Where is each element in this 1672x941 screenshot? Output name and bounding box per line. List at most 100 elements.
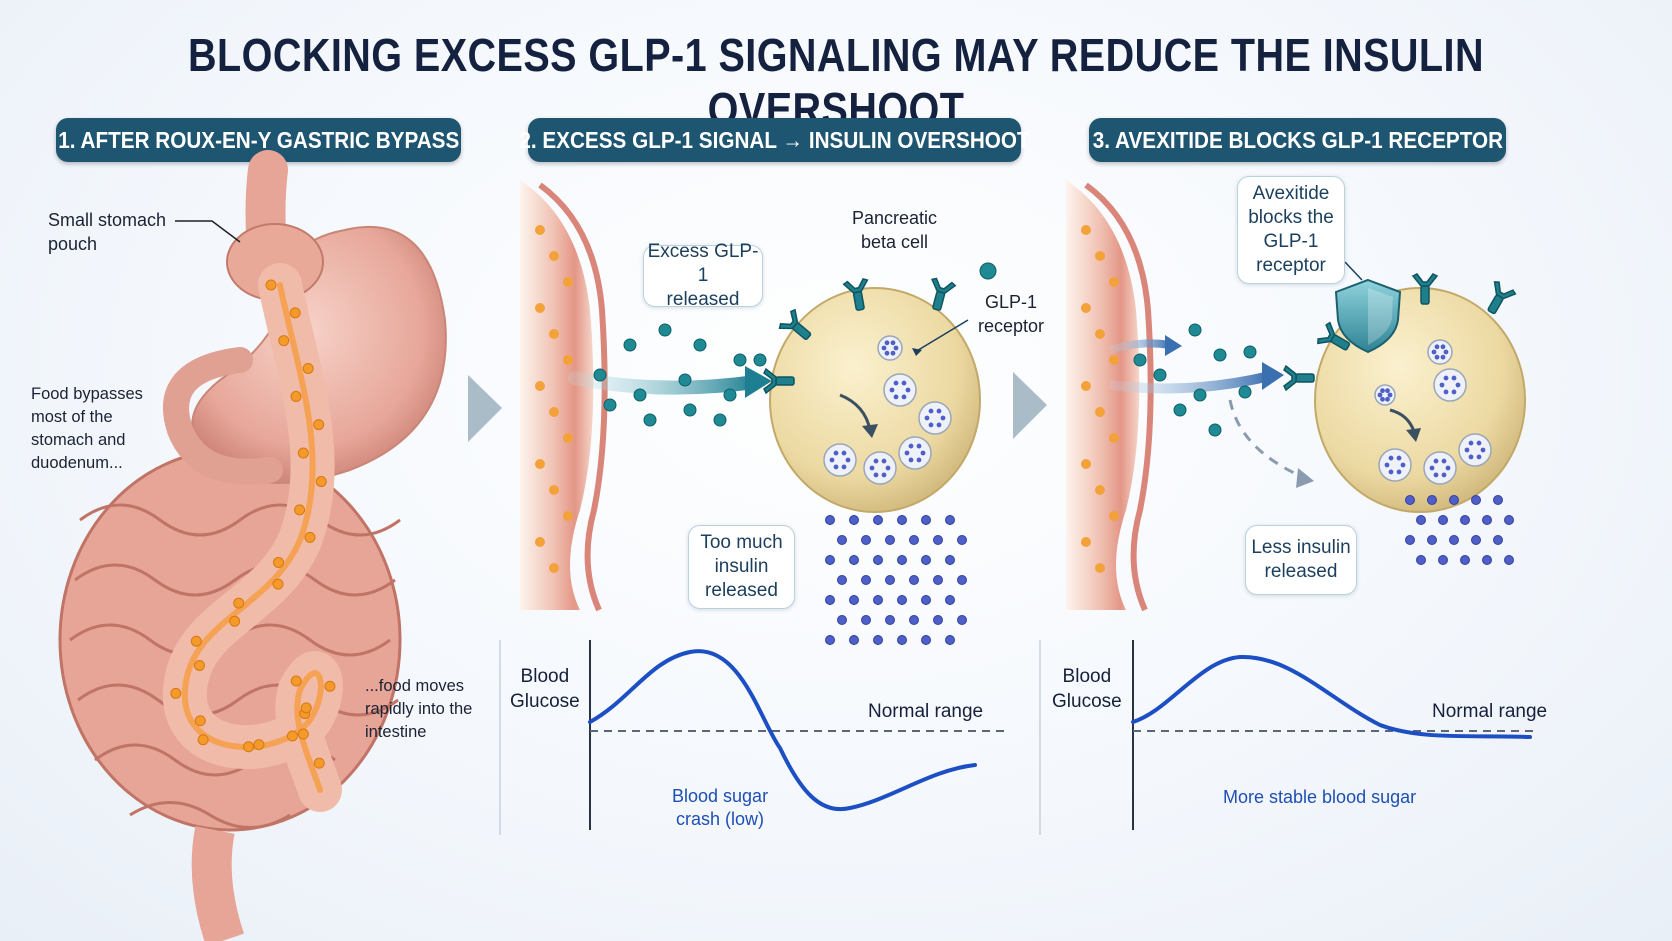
insulin-molecule — [849, 635, 859, 645]
insulin-molecule — [1471, 495, 1481, 505]
insulin-granule — [1388, 469, 1394, 475]
insulin-granule — [920, 450, 926, 456]
insulin-granule — [1440, 354, 1446, 360]
panel-3-header: 3. AVEXITIDE BLOCKS GLP-1 RECEPTOR — [1089, 118, 1506, 162]
insulin-granule — [901, 380, 907, 386]
insulin-granule — [881, 472, 887, 478]
chevron-right-icon — [1013, 372, 1047, 439]
insulin-granule — [1377, 392, 1383, 398]
glp1-molecule — [753, 353, 767, 367]
food-particle — [272, 578, 284, 590]
glp1-molecule — [1173, 403, 1187, 417]
insulin-molecule — [849, 515, 859, 525]
food-particle — [170, 687, 182, 699]
insulin-granule — [1476, 440, 1482, 446]
food-particle — [535, 303, 545, 313]
page-title: BLOCKING EXCESS GLP-1 SIGNALING MAY REDU… — [188, 29, 1484, 135]
insulin-molecule — [1427, 495, 1437, 505]
insulin-granule — [890, 350, 896, 356]
food-particle — [549, 563, 559, 573]
insulin-molecule — [1438, 555, 1448, 565]
insulin-granule — [928, 408, 934, 414]
food-particle — [253, 739, 265, 751]
glp1-molecule — [733, 353, 747, 367]
insulin-granule — [1433, 472, 1439, 478]
glp1-receptor-icon — [930, 277, 957, 311]
insulin-molecule — [1504, 555, 1514, 565]
insulin-vesicle — [1433, 368, 1467, 402]
insulin-granule — [1451, 375, 1457, 381]
glp1-molecule — [1213, 348, 1227, 362]
insulin-vesicle — [898, 436, 932, 470]
glp1-molecule — [1133, 353, 1147, 367]
insulin-molecule — [957, 535, 967, 545]
insulin-granule — [1434, 344, 1440, 350]
insulin-granule — [936, 408, 942, 414]
food-particle — [297, 728, 309, 740]
insulin-molecule — [1460, 515, 1470, 525]
insulin-molecule — [945, 595, 955, 605]
insulin-granule — [829, 457, 835, 463]
shield-icon — [1334, 278, 1402, 354]
glp1-molecule — [713, 413, 727, 427]
food-particle — [294, 504, 306, 516]
food-particle — [535, 225, 545, 235]
insulin-molecule — [861, 535, 871, 545]
insulin-granule — [873, 458, 879, 464]
insulin-molecule — [849, 555, 859, 565]
food-particle — [549, 407, 559, 417]
insulin-vesicle — [1458, 433, 1492, 467]
food-particle — [1109, 433, 1119, 443]
food-particle — [1109, 277, 1119, 287]
food-particle — [315, 476, 327, 488]
insulin-molecule — [1438, 515, 1448, 525]
insulin-granule — [916, 457, 922, 463]
insulin-molecule — [1405, 495, 1415, 505]
glp1-molecule — [723, 388, 737, 402]
insulin-molecule — [957, 575, 967, 585]
food-particle — [290, 675, 302, 687]
insulin-molecule — [1405, 535, 1415, 545]
insulin-granule — [1440, 344, 1446, 350]
insulin-granule — [1441, 472, 1447, 478]
insulin-granule — [884, 340, 890, 346]
insulin-granule — [881, 458, 887, 464]
food-particle — [243, 741, 255, 753]
insulin-molecule — [921, 515, 931, 525]
insulin-molecule — [933, 615, 943, 625]
insulin-vesicle — [877, 335, 903, 361]
food-particle — [304, 531, 316, 543]
insulin-vesicle — [1374, 384, 1396, 406]
insulin-molecule — [1493, 535, 1503, 545]
insulin-molecule — [1504, 515, 1514, 525]
intestinal-wall-2 — [520, 180, 608, 612]
insulin-molecule — [945, 515, 955, 525]
insulin-granule — [1387, 392, 1393, 398]
food-particle — [535, 381, 545, 391]
food-particle — [1095, 407, 1105, 417]
glp1-molecule — [1243, 345, 1257, 359]
food-particle — [535, 537, 545, 547]
glucose-chart-3 — [1039, 640, 1535, 835]
glp1-receptor-icon — [1283, 364, 1315, 392]
insulin-molecule — [957, 615, 967, 625]
insulin-molecule — [837, 535, 847, 545]
food-particle — [194, 715, 206, 727]
glp1-molecule — [683, 403, 697, 417]
food-particle — [1095, 485, 1105, 495]
insulin-granule — [833, 450, 839, 456]
beta-cell-3 — [1283, 273, 1526, 513]
insulin-vesicle — [863, 451, 897, 485]
insulin-molecule — [897, 515, 907, 525]
panel-2-header: 2. EXCESS GLP-1 SIGNAL → INSULIN OVERSHO… — [519, 118, 1030, 162]
insulin-granule — [1384, 462, 1390, 468]
insulin-molecule — [933, 575, 943, 585]
insulin-granule — [940, 415, 946, 421]
